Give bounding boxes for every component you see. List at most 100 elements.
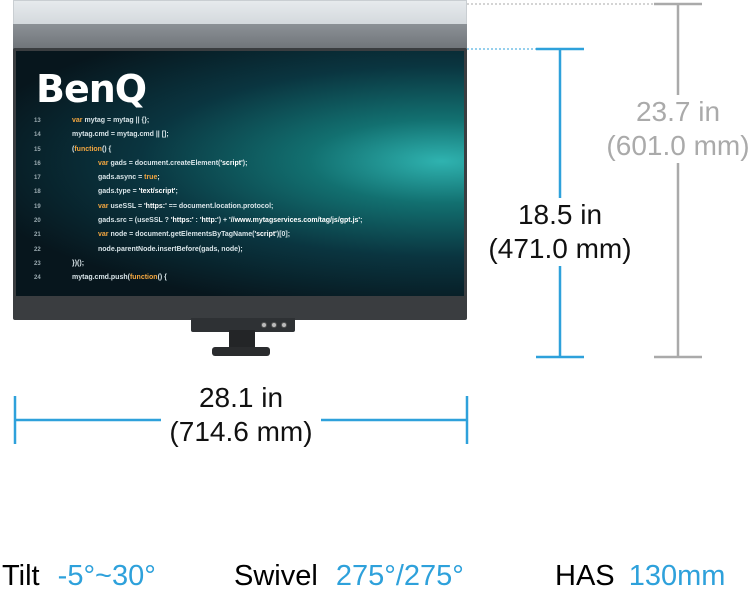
stand-base [212, 347, 270, 356]
code-token: node.parentNode.insertBefore(gads, node)… [98, 245, 243, 253]
stand-head [191, 318, 295, 332]
code-text: var mytag = mytag || {}; [72, 114, 149, 128]
code-token: gads = document.createElement( [110, 159, 221, 167]
swivel-spec: Swivel 275°/275° [234, 560, 464, 593]
code-token: )[0]; [276, 231, 291, 239]
has-label: HAS [555, 560, 615, 592]
height-min-label: 18.5 in (471.0 mm) [480, 198, 640, 266]
code-text: mytag.cmd.push(function() { [72, 271, 167, 285]
swivel-label: Swivel [234, 560, 318, 592]
control-button [281, 322, 287, 328]
line-number: 22 [34, 246, 41, 253]
code-line: 23 })(); [34, 257, 362, 271]
line-number: 19 [34, 203, 41, 210]
tilt-value: -5°~30° [57, 560, 156, 592]
code-line: 15 (function() { [34, 143, 362, 157]
code-token: mytag = mytag || {}; [84, 117, 150, 124]
width-in: 28.1 in [198, 382, 284, 413]
code-token: () { [157, 274, 167, 282]
code-token: gads.src = (useSSL ? [98, 217, 171, 225]
code-token: ( [72, 145, 75, 153]
code-listing: 13 var mytag = mytag || {}; 14 mytag.cmd = … [34, 114, 362, 286]
code-token: == document.location.protocol; [166, 202, 274, 210]
code-token: function [74, 145, 102, 153]
code-token: useSSL = [110, 202, 144, 210]
width-label: 28.1 in (714.6 mm) [161, 381, 321, 449]
code-line: 16 var gads = document.createElement('scr… [34, 157, 362, 171]
height-min-in: 18.5 in [517, 199, 603, 230]
line-number: 16 [34, 160, 41, 167]
code-token: ; [360, 217, 363, 225]
code-token: '//www.mytagservices.com/tag/js/gpt.js' [229, 217, 361, 225]
height-max-mm: (601.0 mm) [606, 130, 749, 161]
code-token: function [129, 274, 158, 282]
code-text: mytag.cmd = mytag.cmd || []; [72, 128, 169, 142]
code-token: })(); [72, 259, 85, 267]
code-token: : [193, 217, 200, 225]
code-token: ; [175, 188, 178, 196]
tilt-label: Tilt [2, 560, 40, 592]
code-token: ; [157, 174, 160, 182]
line-number: 17 [34, 175, 41, 182]
code-token: node = document.getElementsByTagName( [110, 231, 255, 239]
line-number: 15 [34, 146, 41, 153]
control-button [271, 322, 277, 328]
has-value: 130mm [628, 560, 726, 592]
code-text: var gads = document.createElement('scrip… [72, 157, 247, 171]
code-text: gads.src = (useSSL ? 'https:' : 'http:')… [72, 214, 362, 228]
code-text: var node = document.getElementsByTagName… [72, 228, 290, 242]
brand-logo: BenQ [36, 67, 147, 111]
line-number: 13 [34, 118, 41, 124]
code-line: 13 var mytag = mytag || {}; [34, 114, 362, 128]
height-max-label: 23.7 in (601.0 mm) [598, 95, 749, 163]
tilt-spec: Tilt -5°~30° [2, 560, 156, 593]
code-token: 'text/script' [138, 188, 176, 196]
code-text: gads.type = 'text/script'; [72, 185, 178, 199]
code-token: ); [242, 159, 248, 167]
control-button [261, 322, 267, 328]
code-line: 21 var node = document.getElementsByTagNa… [34, 228, 362, 242]
line-number: 23 [34, 260, 41, 267]
code-token: () { [101, 145, 112, 153]
swivel-value: 275°/275° [335, 560, 464, 592]
code-line: 19 var useSSL = 'https:' == document.loca… [34, 200, 362, 214]
code-token: var [98, 202, 111, 210]
line-number: 21 [34, 232, 41, 239]
code-text: var useSSL = 'https:' == document.locati… [72, 200, 273, 214]
code-line: 17 gads.async = true; [34, 171, 362, 185]
width-mm: (714.6 mm) [169, 416, 313, 447]
line-number: 18 [34, 189, 41, 196]
monitor-screen: BenQ 13 var mytag = mytag || {}; 14 mytag.c… [16, 51, 464, 296]
code-line: 20 gads.src = (useSSL ? 'https:' : 'http:… [34, 214, 362, 228]
code-token: 'script' [220, 159, 243, 167]
code-token: 'https:' [144, 202, 167, 210]
code-token: var [72, 117, 85, 124]
code-token: mytag.cmd = mytag.cmd || []; [72, 131, 169, 139]
code-token: mytag.cmd.push( [72, 274, 130, 282]
code-token: var [98, 231, 111, 239]
code-line: 14 mytag.cmd = mytag.cmd || []; [34, 128, 362, 142]
has-spec: HAS 130mm [555, 560, 725, 593]
code-text: gads.async = true; [72, 171, 160, 185]
code-token: 'script' [254, 231, 277, 239]
code-text: (function() { [72, 143, 111, 157]
code-token: 'https:' [170, 217, 194, 225]
code-line: 22 node.parentNode.insertBefore(gads, nod… [34, 243, 362, 257]
line-number: 24 [34, 275, 41, 282]
code-token: ) + [218, 217, 230, 225]
code-text: })(); [72, 257, 84, 271]
code-token: gads.type = [98, 188, 139, 196]
code-line: 18 gads.type = 'text/script'; [34, 185, 362, 199]
stand-neck [229, 330, 255, 352]
height-min-mm: (471.0 mm) [488, 233, 632, 264]
code-token: true [144, 174, 158, 182]
line-number: 14 [34, 132, 41, 139]
code-line: 24 mytag.cmd.push(function() { [34, 271, 362, 285]
code-token: gads.async = [98, 174, 145, 182]
code-token: var [98, 159, 111, 167]
code-text: node.parentNode.insertBefore(gads, node)… [72, 243, 243, 257]
line-number: 20 [34, 218, 41, 225]
code-token: 'http:' [199, 217, 219, 225]
monitor-top-edge [13, 24, 467, 50]
